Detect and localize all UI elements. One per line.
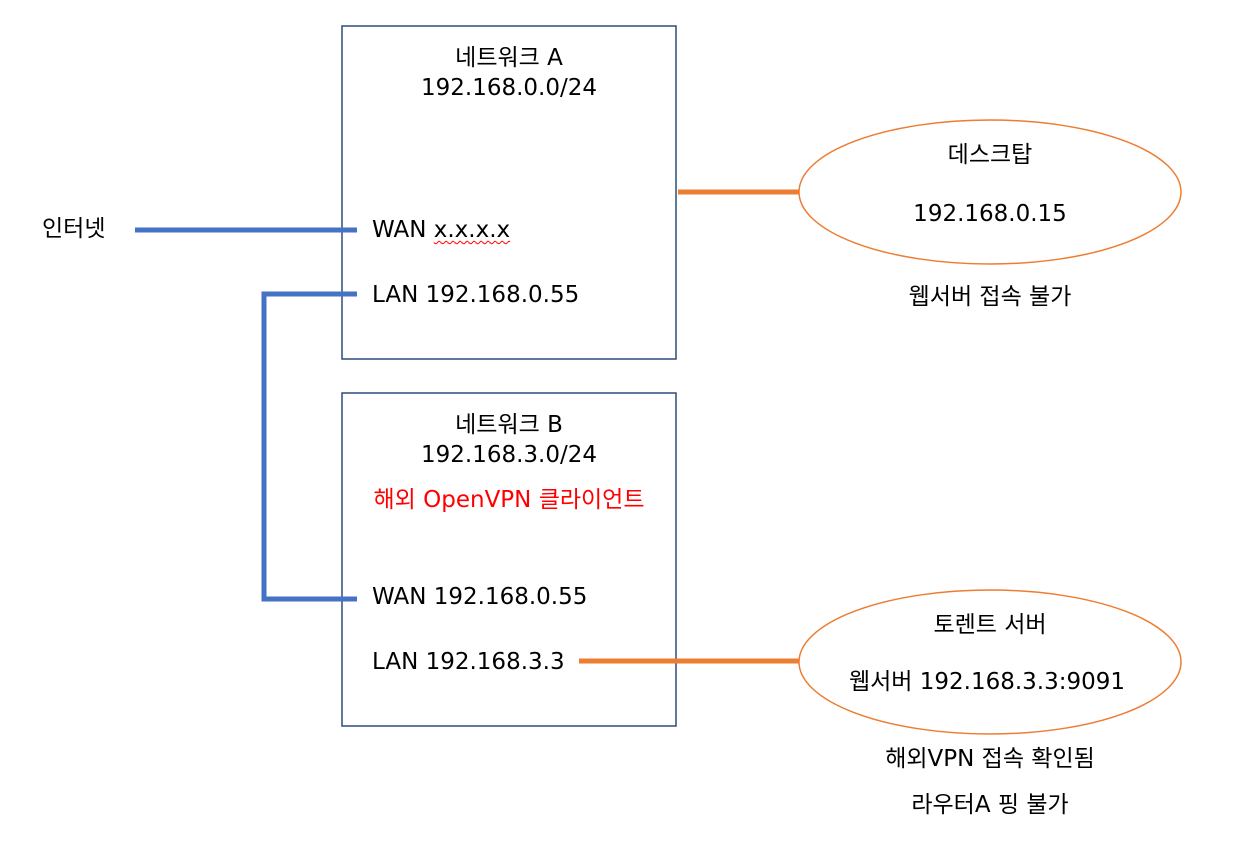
torrent-server-title: 토렌트 서버 <box>933 612 1047 638</box>
torrent-server-webserver: 웹서버 192.168.3.3:9091 <box>848 669 1126 695</box>
network-b-vpn-client: 해외 OpenVPN 클라이언트 <box>373 487 645 513</box>
torrent-server-note-vpn: 해외VPN 접속 확인됨 <box>885 746 1095 772</box>
desktop-title: 데스크탑 <box>947 142 1033 168</box>
network-b-subnet: 192.168.3.0/24 <box>420 442 598 468</box>
internet-label: 인터넷 <box>42 216 106 242</box>
torrent-server-note-ping: 라우터A 핑 불가 <box>911 792 1069 818</box>
network-a-title: 네트워크 A <box>455 45 563 71</box>
lan-a-to-wan-b-link <box>261 291 357 602</box>
network-b-title: 네트워크 B <box>455 412 563 438</box>
network-a-subnet: 192.168.0.0/24 <box>420 75 598 101</box>
network-a-box <box>341 25 677 360</box>
network-a-lan: LAN 192.168.0.55 <box>372 282 580 308</box>
network-b-lan: LAN 192.168.3.3 <box>372 649 565 675</box>
network-b-box <box>341 392 677 727</box>
network-a-wan-value: x.x.x.x <box>433 217 511 243</box>
network-b-wan: WAN 192.168.0.55 <box>372 584 588 610</box>
network-a-wan-prefix: WAN <box>372 217 427 243</box>
desktop-ip: 192.168.0.15 <box>913 201 1067 227</box>
network-a-wan: WAN x.x.x.x <box>372 216 510 244</box>
desktop-note: 웹서버 접속 불가 <box>908 284 1072 310</box>
